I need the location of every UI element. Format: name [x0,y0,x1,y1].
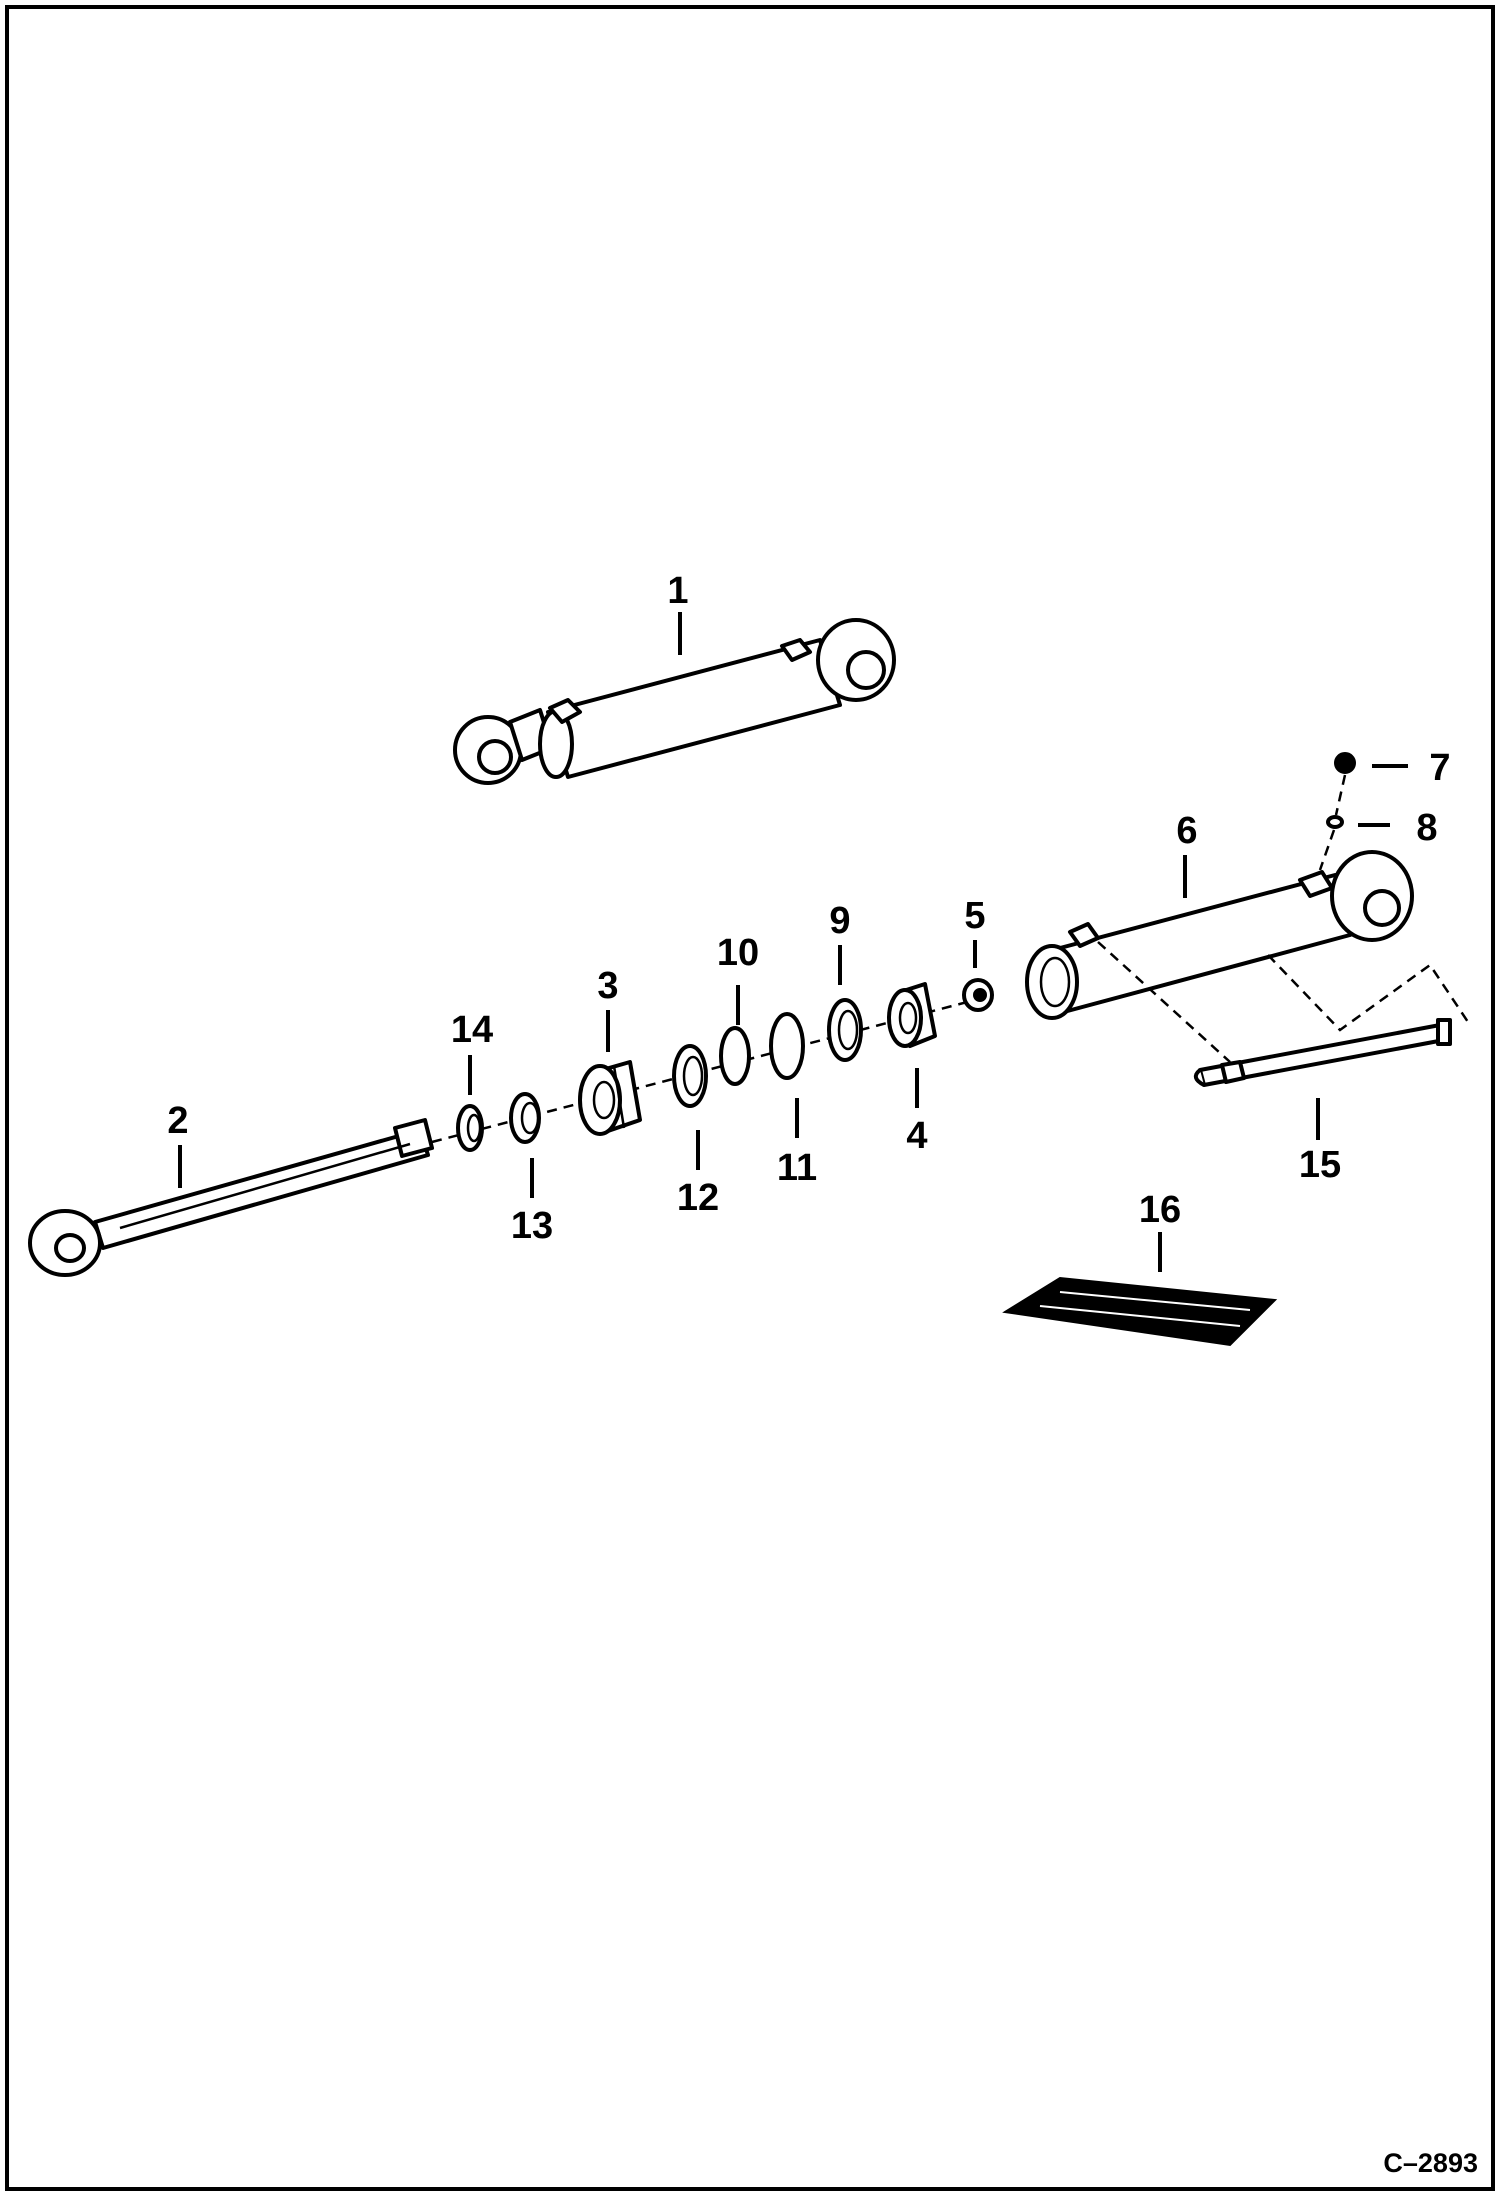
callout-5: 5 [964,895,985,937]
callout-6: 6 [1176,810,1197,852]
callout-15: 15 [1299,1144,1341,1186]
oring-axis-line [1318,829,1336,871]
callout-11: 11 [777,1147,817,1189]
part-7-plug [1334,752,1408,774]
callout-13: 13 [511,1205,553,1247]
part-1-cylinder-assembly [453,612,896,785]
callout-12: 12 [677,1177,719,1219]
callout-7: 7 [1429,747,1450,789]
callout-9: 9 [829,900,850,942]
part-3-cylinder-head [578,1010,642,1136]
part-2-piston-rod [28,1118,434,1277]
part-12-o-ring [672,1044,708,1170]
tube-front-line [1097,941,1231,1063]
part-11-o-ring [769,1012,805,1138]
part-10-backup-ring [719,985,751,1086]
callout-14: 14 [451,1009,493,1051]
part-13-rod-seal [509,1092,541,1198]
part-8-o-ring [1326,815,1390,829]
tube-rear-line [1267,954,1470,1032]
figure-reference: C–2893 [1383,2148,1478,2178]
part-14-wiper-seal [456,1055,484,1152]
callout-4: 4 [906,1115,927,1157]
callout-2: 2 [167,1100,188,1142]
part-15-tube-line [1193,1018,1452,1140]
part-9-piston-seal [827,945,863,1062]
callout-10: 10 [717,932,759,974]
callout-16: 16 [1139,1189,1181,1231]
callout-8: 8 [1416,807,1437,849]
diagram-frame [5,5,1495,2191]
plug-axis-line [1334,774,1347,816]
callout-1: 1 [667,570,688,612]
part-4-piston [887,982,937,1108]
part-5-lock-nut [962,940,994,1012]
part-6-cylinder-barrel [1025,850,1414,1020]
part-16-seal-kit [1002,1232,1278,1347]
callout-3: 3 [597,965,618,1007]
